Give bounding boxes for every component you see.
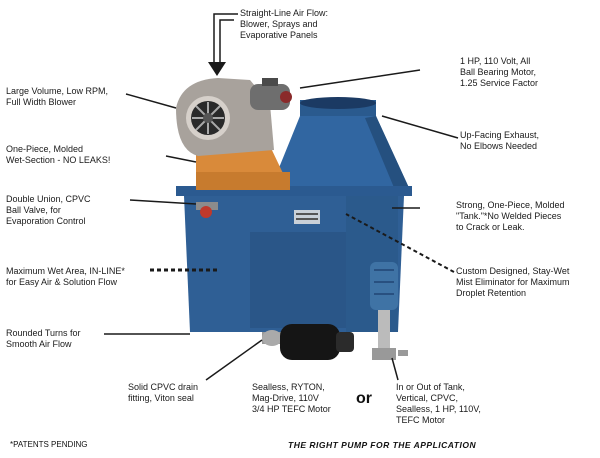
callout-vertical-pump: In or Out of Tank, Vertical, CPVC, Seall… <box>396 382 481 425</box>
or-separator: or <box>356 390 372 407</box>
callout-mag-drive-pump: Sealless, RYTON, Mag-Drive, 110V 3/4 HP … <box>252 382 331 414</box>
callout-motor: 1 HP, 110 Volt, All Ball Bearing Motor, … <box>460 56 539 88</box>
ball-valve <box>196 202 218 218</box>
leader-lines <box>104 13 459 381</box>
callout-tank: Strong, One-Piece, Molded "Tank."*No Wel… <box>456 200 565 232</box>
blower-motor <box>250 78 292 110</box>
exhaust-hood <box>270 97 410 190</box>
callout-wet-area: Maximum Wet Area, IN-LINE* for Easy Air … <box>6 266 125 287</box>
callout-blower: Large Volume, Low RPM, Full Width Blower <box>6 86 109 107</box>
callout-valve: Double Union, CPVC Ball Valve, for Evapo… <box>6 194 91 226</box>
callout-mist-eliminator: Custom Designed, Stay-Wet Mist Eliminato… <box>456 266 570 298</box>
slogan: THE RIGHT PUMP FOR THE APPLICATION <box>288 440 477 450</box>
callout-exhaust: Up-Facing Exhaust, No Elbows Needed <box>460 130 540 151</box>
callout-airflow: Straight-Line Air Flow: Blower, Sprays a… <box>240 8 329 40</box>
wet-section <box>196 146 290 190</box>
blower <box>176 78 274 156</box>
callout-rounded-turns: Rounded Turns for Smooth Air Flow <box>6 328 81 349</box>
callout-drain: Solid CPVC drain fitting, Viton seal <box>128 382 199 403</box>
vertical-pump <box>370 262 408 360</box>
callout-wet-section: One-Piece, Molded Wet-Section - NO LEAKS… <box>6 144 111 165</box>
mag-drive-pump <box>262 324 354 360</box>
patents-note: *PATENTS PENDING <box>10 440 88 449</box>
